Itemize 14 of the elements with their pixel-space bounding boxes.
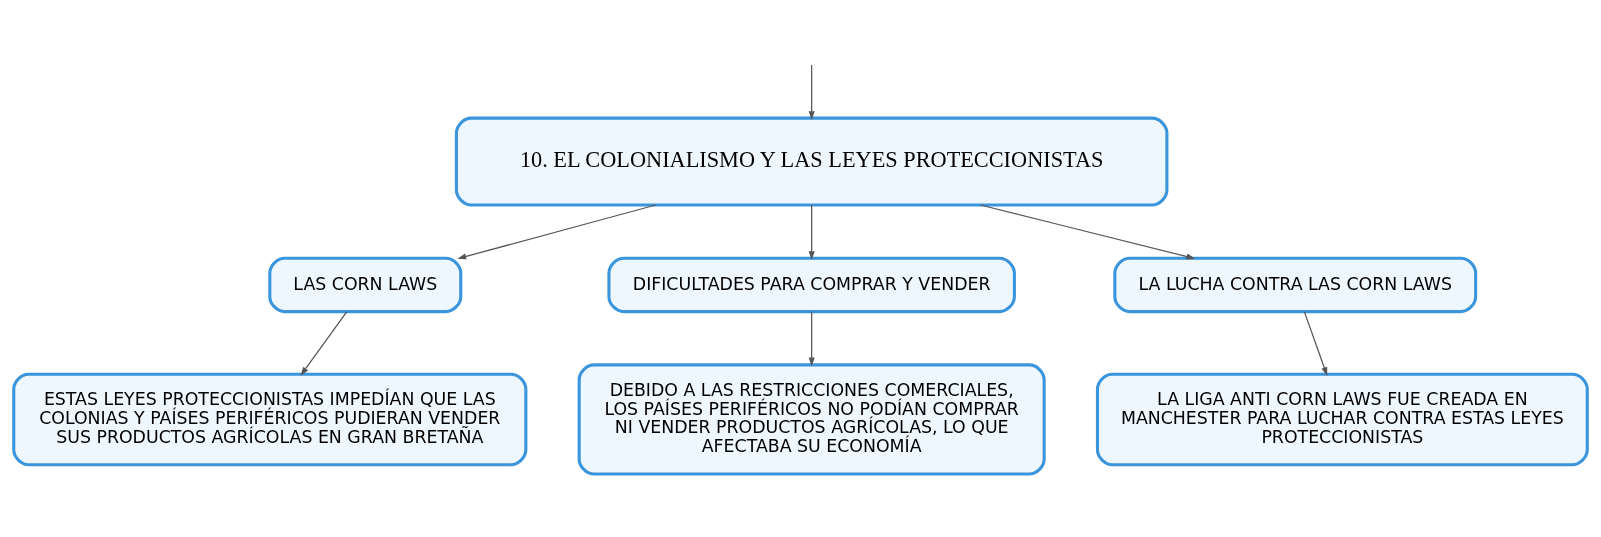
node-box: LAS CORN LAWS (268, 256, 463, 313)
arrow (1303, 310, 1328, 376)
node-box: LA LIGA ANTI CORN LAWS FUE CREADA EN MANCHESTER PARA LUCHAR CONTRA ESTAS LEYES PROTECCIONISTAS (1095, 372, 1589, 466)
arrow (979, 203, 1196, 260)
arrow (300, 310, 348, 376)
arrow (808, 203, 815, 260)
arrow (808, 310, 815, 366)
node-box: DEBIDO A LAS RESTRICCIONES COMERCIALES, LOS PAÍSES PERIFÉRICOS NO PODÍAN COMPRAR NI VENDER PRODUCTOS AGRÍCOLAS, LO QUE AFECTABA SU ECONOMÍA (577, 362, 1046, 476)
arrow (457, 203, 657, 259)
arrow (808, 63, 815, 120)
node-box: 10. EL COLONIALISMO Y LAS LEYES PROTECCIONISTAS (454, 116, 1169, 206)
node-box: ESTAS LEYES PROTECCIONISTAS IMPEDÍAN QUE LAS COLONIAS Y PAÍSES PERIFÉRICOS PUDIERAN VENDER SUS PRODUCTOS AGRÍCOLAS EN GRAN BRETAÑA (12, 372, 528, 466)
node-box: LA LUCHA CONTRA LAS CORN LAWS (1113, 256, 1478, 313)
node-box: DIFICULTADES PARA COMPRAR Y VENDER (607, 256, 1016, 313)
